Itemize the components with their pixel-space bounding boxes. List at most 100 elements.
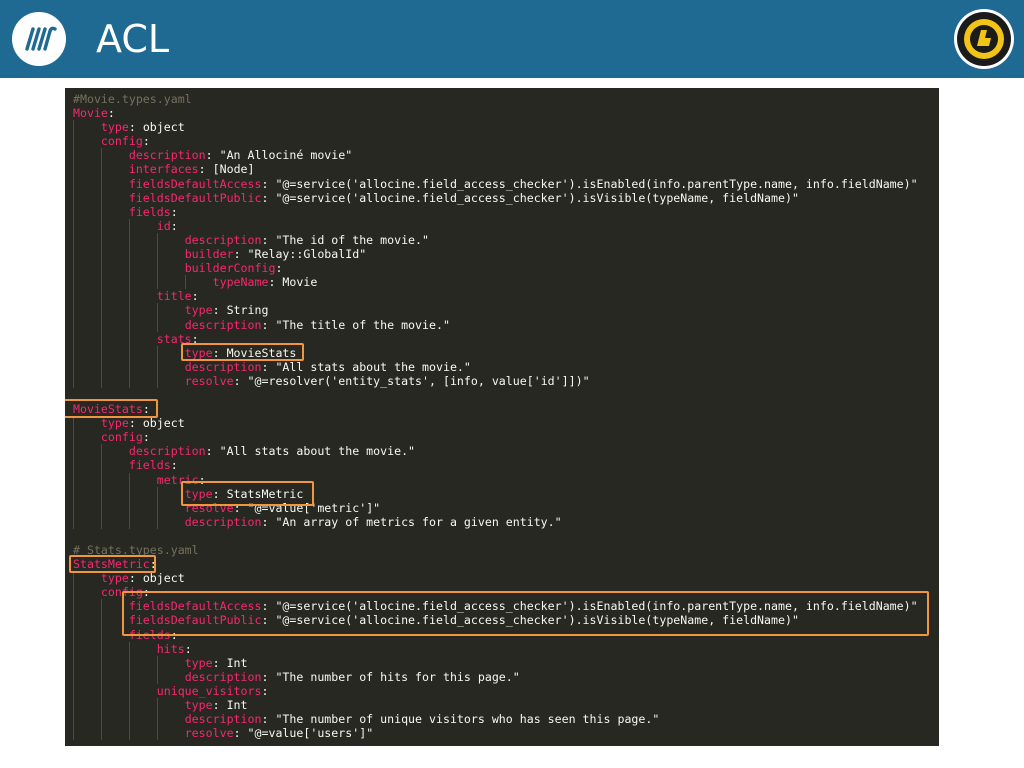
code-key: config — [100, 430, 143, 445]
code-key: typeName — [212, 275, 269, 290]
code-line: description: "The number of unique visit… — [73, 712, 918, 727]
indent-guide — [129, 261, 130, 276]
indent-guide — [101, 261, 102, 276]
code-value: [Node] — [212, 162, 255, 177]
highlight-stats-metric-key — [69, 555, 156, 573]
code-key: Movie — [73, 106, 108, 121]
code-line: resolve: "@=value['users']" — [73, 726, 918, 741]
code-colon: : — [212, 655, 220, 670]
indent-guide — [101, 698, 102, 713]
code-value: object — [142, 571, 185, 586]
code-value: "@=service('allocine.field_access_checke… — [275, 599, 918, 614]
code-key: title — [156, 289, 192, 304]
code-line — [73, 388, 918, 402]
indent-guide — [101, 148, 102, 163]
code-value: "@=service('allocine.field_access_checke… — [275, 613, 799, 628]
code-value: object — [142, 416, 185, 431]
code-colon: : — [212, 303, 220, 318]
indent-guide — [73, 232, 74, 248]
code-value: Int — [226, 698, 248, 713]
code-key: interfaces — [128, 162, 199, 177]
indent-guide — [129, 345, 130, 360]
code-value: object — [142, 120, 185, 135]
code-key: fields — [128, 458, 171, 473]
code-line: interfaces: [Node] — [73, 162, 918, 177]
code-value: MovieStats — [226, 345, 297, 360]
code-colon: : — [261, 232, 269, 247]
code-colon: : — [275, 261, 283, 276]
indent-guide — [157, 712, 158, 727]
indent-guide — [73, 430, 74, 445]
code-key: fieldsDefaultPublic — [128, 613, 262, 628]
code-line: type: object — [73, 120, 918, 135]
indent-guide — [73, 331, 74, 346]
code-colon: : — [198, 162, 206, 177]
code-colon: : — [212, 698, 220, 713]
code-line: type: object — [73, 571, 918, 586]
indent-guide — [73, 599, 74, 614]
indent-guide — [73, 204, 74, 219]
indent-guide — [101, 458, 102, 473]
code-line: type: object — [73, 416, 918, 431]
code-value: "Relay::GlobalId" — [247, 247, 367, 262]
indent-guide — [157, 232, 158, 248]
indent-guide — [73, 500, 74, 515]
code-colon: : — [184, 641, 192, 656]
code-line: description: "All stats about the movie.… — [73, 444, 918, 459]
code-colon: : — [142, 402, 150, 417]
code-key: resolve — [184, 726, 234, 741]
indent-guide — [129, 683, 130, 699]
code-key: builderConfig — [184, 261, 276, 276]
code-key: StatsMetric — [73, 557, 150, 572]
code-key: type — [184, 486, 213, 501]
code-line: unique_visitors: — [73, 683, 918, 699]
code-comment: #Movie.types.yaml — [73, 92, 192, 106]
indent-guide — [129, 726, 130, 741]
indent-guide — [101, 275, 102, 290]
indent-guide — [73, 289, 74, 304]
code-line: hits: — [73, 641, 918, 656]
indent-guide — [73, 134, 74, 149]
code-line: # Stats.types.yaml — [73, 543, 918, 557]
code-colon: : — [205, 148, 213, 163]
code-value: "@=value['users']" — [247, 726, 374, 741]
indent-guide — [73, 458, 74, 473]
code-colon: : — [191, 289, 199, 304]
indent-guide — [157, 373, 158, 388]
indent-guide — [129, 698, 130, 713]
code-line: MovieStats: — [73, 402, 918, 416]
code-key: fieldsDefaultAccess — [128, 599, 262, 614]
code-colon: : — [170, 458, 178, 473]
indent-guide — [101, 627, 102, 642]
indent-guide — [101, 655, 102, 670]
code-line: StatsMetric: — [73, 557, 918, 571]
indent-guide — [157, 275, 158, 290]
code-colon: : — [261, 514, 269, 529]
code-key: type — [184, 698, 213, 713]
highlight-movie-stats-type — [181, 343, 304, 361]
code-line: builderConfig: — [73, 261, 918, 276]
indent-guide — [73, 345, 74, 360]
code-colon: : — [170, 204, 178, 219]
code-line: fieldsDefaultPublic: "@=service('allocin… — [73, 190, 918, 205]
indent-guide — [129, 514, 130, 529]
indent-guide — [129, 669, 130, 684]
code-colon: : — [261, 359, 269, 374]
code-colon: : — [191, 331, 199, 346]
indent-guide — [73, 571, 74, 586]
code-colon: : — [212, 486, 220, 501]
code-key: description — [184, 669, 262, 684]
indent-guide — [73, 317, 74, 332]
indent-guide — [101, 359, 102, 374]
code-colon: : — [170, 218, 178, 233]
indent-guide — [101, 303, 102, 318]
indent-guide — [73, 190, 74, 205]
slide-header: ACL — [0, 0, 1024, 78]
code-value: StatsMetric — [226, 486, 304, 501]
indent-guide — [129, 641, 130, 656]
indent-guide — [157, 247, 158, 262]
indent-guide — [73, 176, 74, 191]
indent-guide — [73, 373, 74, 388]
code-colon: : — [261, 613, 269, 628]
highlight-stats-metric-type — [181, 481, 314, 506]
